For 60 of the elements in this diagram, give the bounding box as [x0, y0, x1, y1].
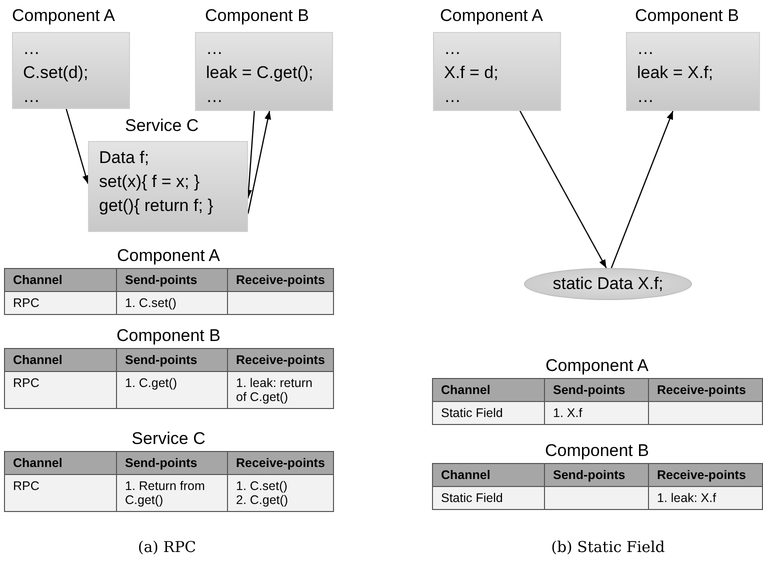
code-line: leak = C.get();	[206, 62, 314, 84]
component-heading: Component A	[440, 6, 544, 26]
component-heading: Component A	[12, 6, 116, 26]
table-title: Component B	[544, 441, 650, 461]
arrow	[520, 110, 607, 268]
column-header: Send-points	[116, 348, 228, 372]
component-heading: Component B	[205, 6, 309, 26]
code-line: set(x){ f = x; }	[99, 171, 201, 193]
arrow	[66, 108, 89, 184]
column-header: Receive-points	[228, 348, 334, 372]
column-header: Channel	[4, 452, 116, 474]
table-title: Component A	[116, 246, 221, 266]
table-cell: RPC	[4, 474, 116, 512]
table-cell: 1. X.f	[544, 402, 648, 424]
table-cell: Static Field	[432, 402, 544, 424]
column-header: Send-points	[116, 452, 228, 474]
column-header: Send-points	[116, 268, 228, 292]
table-cell: Static Field	[432, 486, 544, 510]
column-header: Channel	[432, 378, 544, 402]
table-cell: 1. leak: return of C.get()	[228, 372, 334, 408]
table-title: Component A	[544, 356, 650, 376]
column-header: Channel	[4, 268, 116, 292]
code-line: C.set(d);	[23, 62, 90, 84]
code-line: …	[637, 86, 655, 108]
code-line: get(){ return f; }	[99, 195, 214, 217]
code-line: leak = X.f;	[637, 62, 714, 84]
code-line: Data f;	[99, 147, 150, 169]
table-cell: 1. C.get()	[116, 372, 228, 408]
cell-text: 1. C.set()	[236, 479, 288, 493]
code-line: …	[444, 38, 462, 60]
component-heading: Service C	[125, 116, 199, 136]
table-title: Component B	[116, 326, 222, 346]
table-cell: RPC	[4, 372, 116, 408]
column-header: Receive-points	[228, 268, 334, 292]
column-header: Receive-points	[648, 464, 762, 486]
column-header: Send-points	[544, 464, 648, 486]
arrow	[610, 110, 674, 268]
caption: (b) Static Field	[550, 538, 666, 556]
code-line: …	[637, 38, 655, 60]
code-line: …	[23, 86, 41, 108]
caption: (a) RPC	[136, 538, 198, 556]
cell-text: 2. C.get()	[236, 493, 290, 507]
table-cell: RPC	[4, 292, 116, 314]
code-line: X.f = d;	[444, 62, 500, 84]
table-cell: 1. C.set()	[116, 292, 228, 314]
table-cell: 1. leak: X.f	[648, 486, 762, 510]
code-line: …	[23, 38, 41, 60]
node-text: static Data X.f;	[552, 273, 664, 295]
component-heading: Component B	[635, 6, 739, 26]
column-header: Channel	[432, 464, 544, 486]
table-title: Service C	[130, 429, 206, 449]
column-header: Receive-points	[648, 378, 762, 402]
code-line: …	[206, 86, 224, 108]
column-header: Send-points	[544, 378, 648, 402]
column-header: Receive-points	[228, 452, 334, 474]
arrow	[247, 110, 272, 214]
code-line: …	[206, 38, 224, 60]
table-cell: 1. Return from C.get()	[116, 474, 228, 512]
column-header: Channel	[4, 348, 116, 372]
code-line: …	[444, 86, 462, 108]
